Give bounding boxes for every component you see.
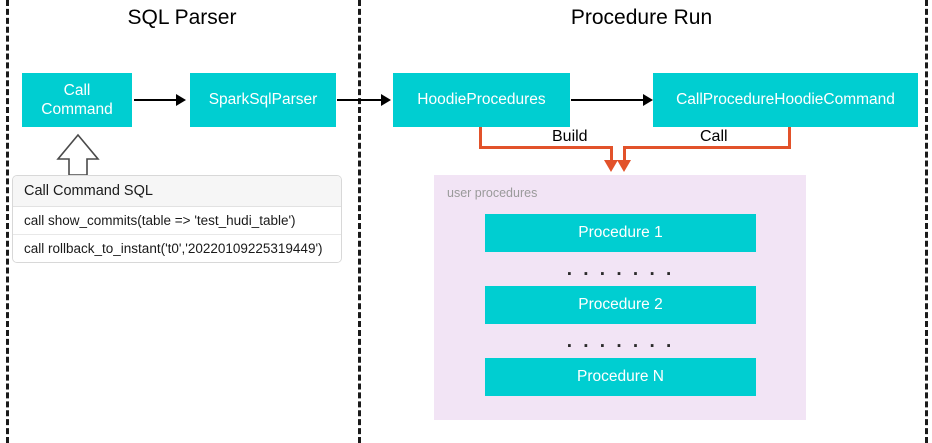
connector-build-horizontal: [479, 146, 613, 149]
connector-build-arrow-head-icon: [604, 160, 618, 172]
procedure-box-2[interactable]: Procedure 2: [485, 286, 756, 324]
connector-call-horizontal: [623, 146, 791, 149]
sql-table-row-2: call rollback_to_instant('t0','202201092…: [13, 235, 341, 262]
arrow-head-icon-1: [176, 94, 186, 106]
procedures-ellipsis-2: . . . . . . .: [566, 331, 675, 352]
sql-table-row-1: call show_commits(table => 'test_hudi_ta…: [13, 207, 341, 235]
arrow-call-command-to-parser: [134, 99, 176, 101]
node-call-command-line1: Call: [63, 81, 91, 99]
procedure-box-n[interactable]: Procedure N: [485, 358, 756, 396]
arrow-head-icon-3: [643, 94, 653, 106]
arrow-head-icon-2: [381, 94, 391, 106]
divider-left: [6, 0, 9, 443]
sql-table-header: Call Command SQL: [13, 176, 341, 207]
arrow-parser-to-hoodie-procedures: [337, 99, 381, 101]
node-hoodie-procedures[interactable]: HoodieProcedures: [393, 73, 570, 127]
connector-build-vertical-right: [610, 146, 613, 163]
procedure-box-1[interactable]: Procedure 1: [485, 214, 756, 252]
connector-call-vertical-left: [623, 146, 626, 163]
call-command-sql-table: Call Command SQL call show_commits(table…: [12, 175, 342, 263]
connector-label-call: Call: [694, 128, 734, 146]
section-title-sql-parser: SQL Parser: [127, 6, 237, 29]
connector-call-vertical-right: [788, 127, 791, 149]
node-call-command[interactable]: Call Command: [22, 73, 132, 127]
connector-build-vertical-left: [479, 127, 482, 149]
node-spark-sql-parser[interactable]: SparkSqlParser: [190, 73, 336, 127]
connector-label-build: Build: [546, 128, 594, 146]
arrow-hoodie-to-callprocedure: [571, 99, 643, 101]
procedures-ellipsis-1: . . . . . . .: [566, 259, 675, 280]
divider-middle: [358, 0, 361, 443]
node-call-procedure-hoodie-command[interactable]: CallProcedureHoodieCommand: [653, 73, 918, 127]
section-title-procedure-run: Procedure Run: [570, 6, 713, 29]
user-procedures-label: user procedures: [447, 186, 538, 200]
node-call-command-line2: Command: [41, 101, 113, 118]
connector-call-arrow-head-icon: [617, 160, 631, 172]
divider-right: [925, 0, 928, 443]
